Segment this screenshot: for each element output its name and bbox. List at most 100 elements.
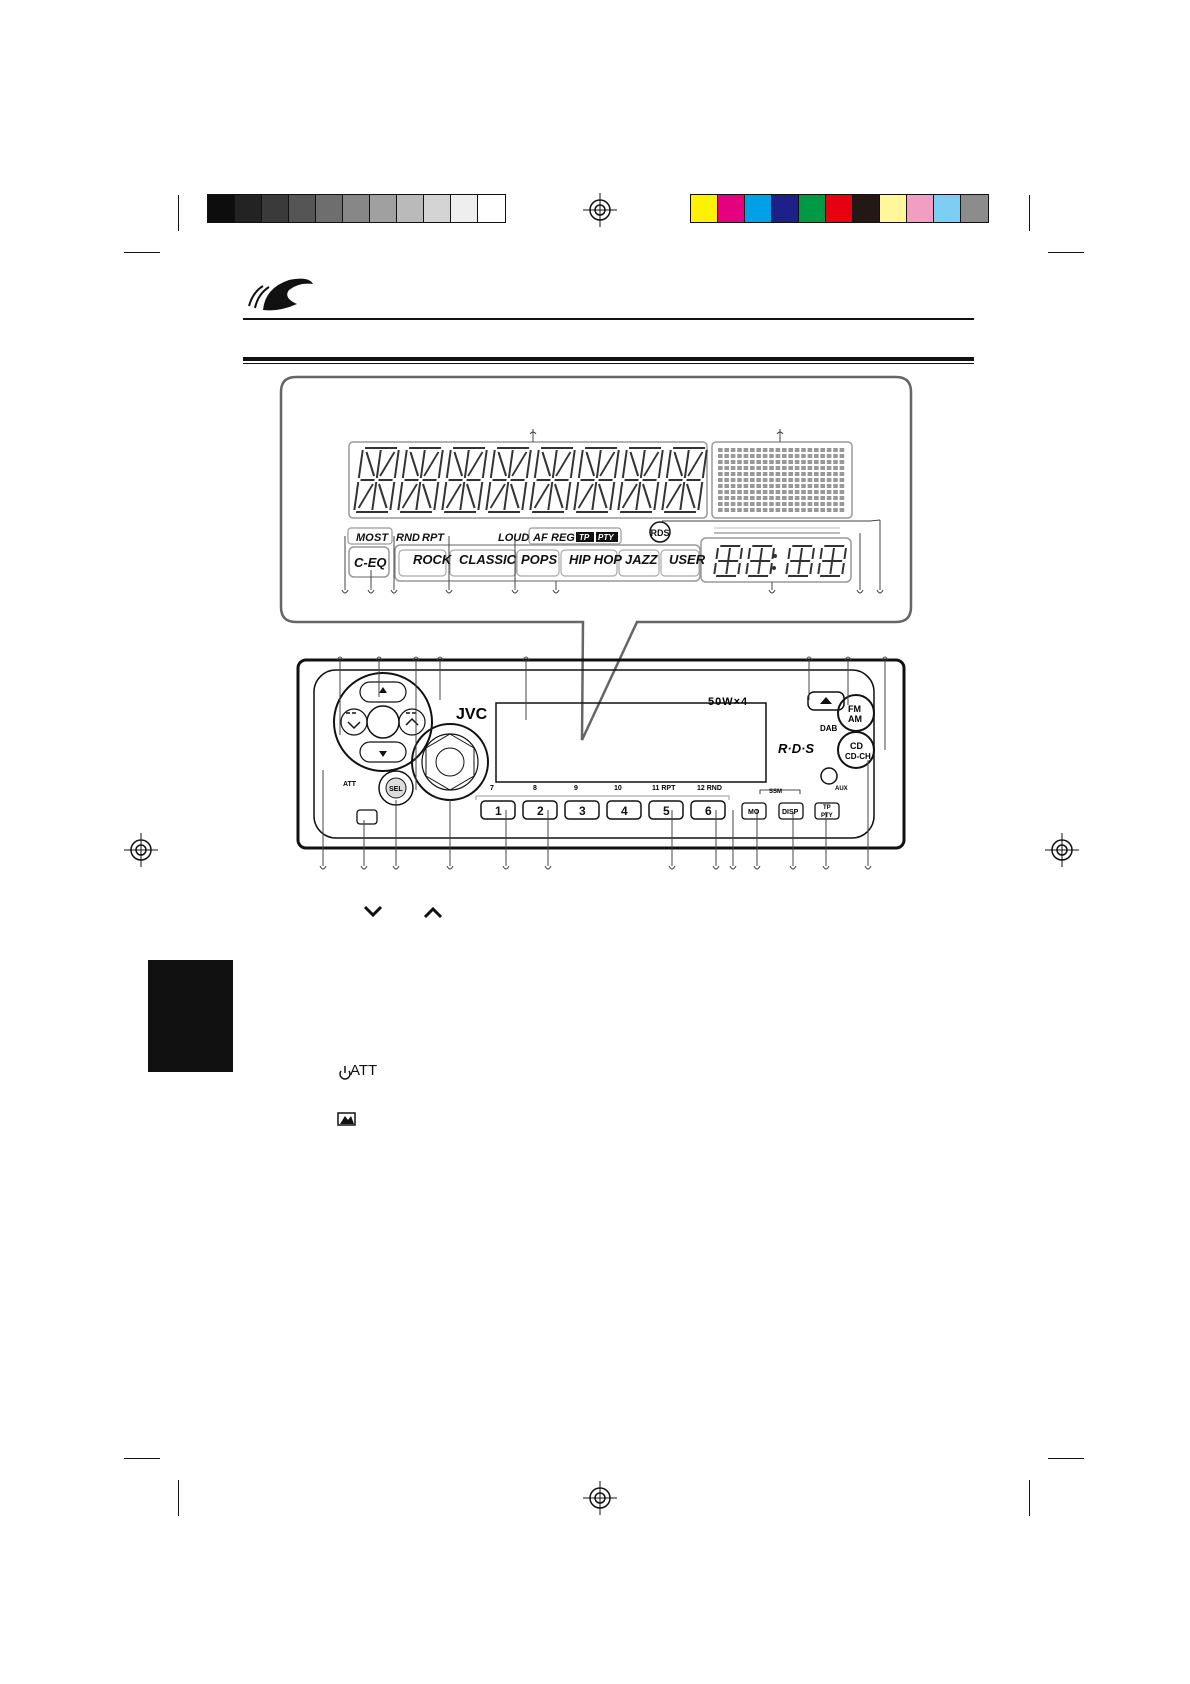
display-leader-lines xyxy=(344,429,881,590)
meter-cell xyxy=(826,472,832,476)
meter-cell xyxy=(820,460,825,464)
meter-cell xyxy=(820,472,825,476)
meter-cell xyxy=(820,478,825,482)
svg-text:RDS: RDS xyxy=(650,528,669,538)
calibration-swatch xyxy=(316,195,343,222)
meter-cell xyxy=(839,502,845,506)
meter-cell xyxy=(782,454,787,458)
chevron-down-icon xyxy=(363,905,383,918)
power-icon xyxy=(339,1066,351,1080)
meter-cell xyxy=(743,454,749,458)
meter-cell xyxy=(820,448,825,452)
meter-cell xyxy=(814,478,819,482)
trim-mark xyxy=(124,252,160,253)
preset-label-5: 5 xyxy=(663,804,670,818)
segment-char xyxy=(485,447,532,513)
meter-cell xyxy=(833,490,838,494)
meter-cell xyxy=(801,490,806,494)
segment-char xyxy=(353,447,400,513)
meter-cell xyxy=(769,454,774,458)
meter-cell xyxy=(788,454,793,458)
meter-cell xyxy=(826,496,832,500)
calibration-swatch xyxy=(718,195,745,222)
clock-segment-char xyxy=(817,545,847,577)
meter-cell xyxy=(750,478,755,482)
preset-button-5[interactable] xyxy=(648,800,684,820)
meter-cell xyxy=(794,472,800,476)
leader-arc xyxy=(319,865,327,870)
meter-cell xyxy=(807,466,813,470)
meter-cell xyxy=(743,502,749,506)
meter-cell xyxy=(839,448,845,452)
meter-cell xyxy=(756,448,761,452)
preset-button-6[interactable] xyxy=(690,800,726,820)
meter-cell xyxy=(730,466,736,470)
meter-cell xyxy=(756,478,761,482)
meter-cell xyxy=(794,496,800,500)
meter-cell xyxy=(737,496,742,500)
calibration-swatch xyxy=(262,195,289,222)
meter-cell xyxy=(820,466,825,470)
meter-cell xyxy=(833,502,838,506)
meter-cell xyxy=(730,478,736,482)
meter-cell xyxy=(826,490,832,494)
registration-mark-right xyxy=(1045,833,1079,867)
meter-cell xyxy=(730,502,736,506)
meter-cell xyxy=(743,490,749,494)
meter-cell xyxy=(718,508,723,512)
meter-cell xyxy=(750,502,755,506)
faceplate-lcd xyxy=(495,702,767,783)
preset-button-3[interactable] xyxy=(564,800,600,820)
meter-cell xyxy=(718,472,723,476)
meter-cell xyxy=(775,460,781,464)
language-thumb-tab xyxy=(148,960,233,1072)
leader-arc xyxy=(822,865,830,870)
clock-segments xyxy=(713,545,847,577)
ssm-label: SSM xyxy=(769,789,782,795)
meter-cell xyxy=(814,484,819,488)
indicator-rnd: RND xyxy=(396,532,420,544)
meter-cell xyxy=(743,448,749,452)
color-calibration-bar xyxy=(690,194,989,223)
calibration-swatch xyxy=(235,195,262,222)
meter-cell xyxy=(801,502,806,506)
preset-button-1[interactable] xyxy=(480,800,516,820)
indicator-reg: REG xyxy=(551,532,575,544)
mo-button-label: MO xyxy=(748,809,760,816)
meter-cell xyxy=(820,490,825,494)
eq-mode-frame xyxy=(560,549,618,577)
registration-mark-bottom xyxy=(583,1481,617,1515)
calibration-swatch xyxy=(370,195,397,222)
meter-cell xyxy=(769,490,774,494)
meter-cell xyxy=(743,472,749,476)
calibration-swatch xyxy=(289,195,316,222)
preset-button-4[interactable] xyxy=(606,800,642,820)
meter-cell xyxy=(718,484,723,488)
preset-sub-7: 7 xyxy=(490,785,494,792)
meter-cell xyxy=(750,472,755,476)
meter-cell xyxy=(801,496,806,500)
indicator-pty: PTY xyxy=(598,533,614,542)
preset-button-2[interactable] xyxy=(522,800,558,820)
meter-cell xyxy=(737,466,742,470)
meter-cell xyxy=(762,466,768,470)
detach-icon xyxy=(337,1112,356,1126)
segment-char xyxy=(529,447,576,513)
meter-cell xyxy=(769,472,774,476)
meter-cell xyxy=(814,448,819,452)
meter-cell xyxy=(814,502,819,506)
indicator-tp: TP xyxy=(579,533,590,542)
leader-arc xyxy=(729,865,737,870)
meter-cell xyxy=(730,490,736,494)
segment-char xyxy=(661,447,708,513)
disp-label: DISP xyxy=(782,809,799,816)
meter-cell xyxy=(788,478,793,482)
meter-cell xyxy=(724,454,729,458)
meter-cell xyxy=(756,490,761,494)
leader-arc xyxy=(712,865,720,870)
meter-cell xyxy=(762,460,768,464)
calibration-swatch xyxy=(451,195,478,222)
meter-cell xyxy=(762,508,768,512)
meter-cell xyxy=(826,508,832,512)
meter-cell xyxy=(807,490,813,494)
